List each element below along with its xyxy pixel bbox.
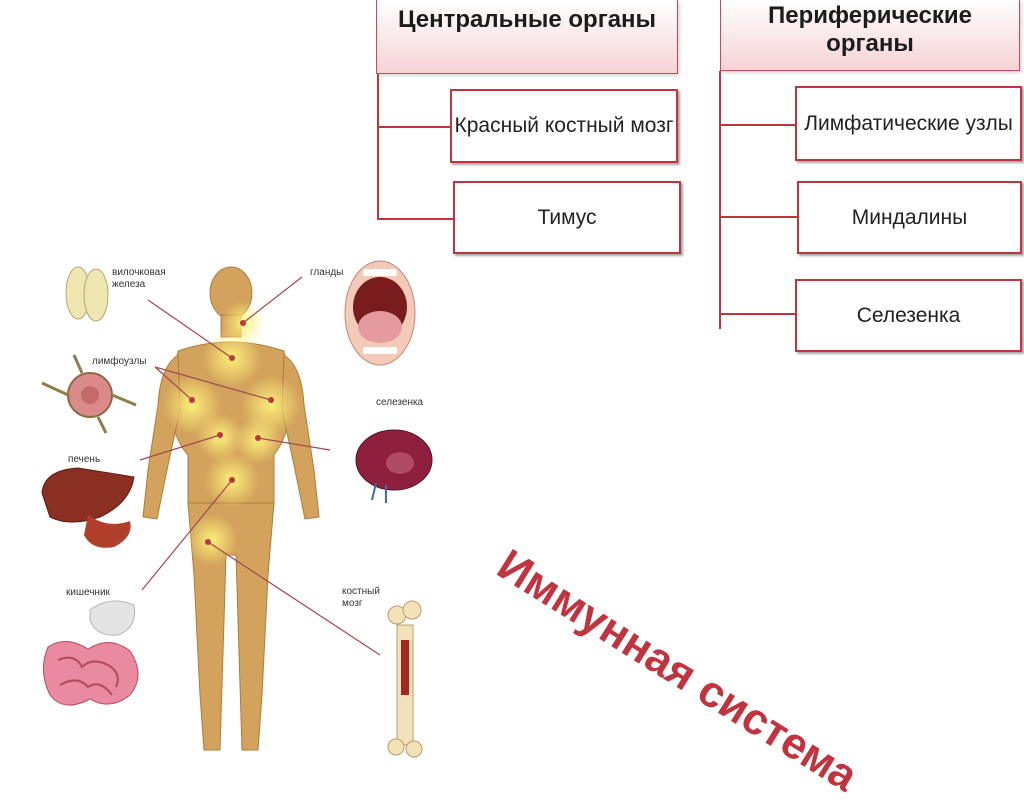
peripheral-tree-branch <box>719 124 797 126</box>
mouth-organ <box>344 260 416 366</box>
central-tree-trunk <box>377 74 379 220</box>
intestine-organ <box>43 600 139 706</box>
central-organs-header: Центральные органы <box>376 0 678 74</box>
lymph-nodes-label: лимфоузлы <box>92 356 147 367</box>
glands-label: гланды <box>310 267 344 278</box>
central-tree-branch <box>377 126 453 128</box>
peripheral-tree-trunk <box>719 71 721 329</box>
spleen-label: селезенка <box>376 397 424 408</box>
liver-label: печень <box>68 454 101 465</box>
liver-organ <box>41 467 135 548</box>
tonsils-box: Миндалины <box>797 181 1022 254</box>
peripheral-tree-branch <box>719 313 797 315</box>
peripheral-tree-branch <box>719 216 797 218</box>
spleen-organ <box>355 429 433 503</box>
immune-system-illustration <box>41 260 433 758</box>
central-tree-branch <box>377 218 453 220</box>
bone-marrow-label: костный мозг <box>342 586 380 609</box>
slide-title: Иммунная система <box>489 540 867 801</box>
thymus-box: Тимус <box>453 181 681 254</box>
bone-organ <box>387 600 423 758</box>
thymus-organ <box>65 266 109 322</box>
thymus-label: вилочковая железа <box>112 267 166 290</box>
spleen-box: Селезенка <box>795 279 1022 352</box>
lymphoid-glow <box>162 301 301 566</box>
red-bone-marrow-box: Красный костный мозг <box>450 89 678 163</box>
lymph-nodes-box: Лимфатические узлы <box>795 86 1022 161</box>
peripheral-organs-header: Периферические органы <box>720 0 1020 71</box>
lymph-node-organ <box>41 354 137 434</box>
pointer-lines <box>139 276 381 656</box>
intestine-label: кишечник <box>66 587 110 598</box>
